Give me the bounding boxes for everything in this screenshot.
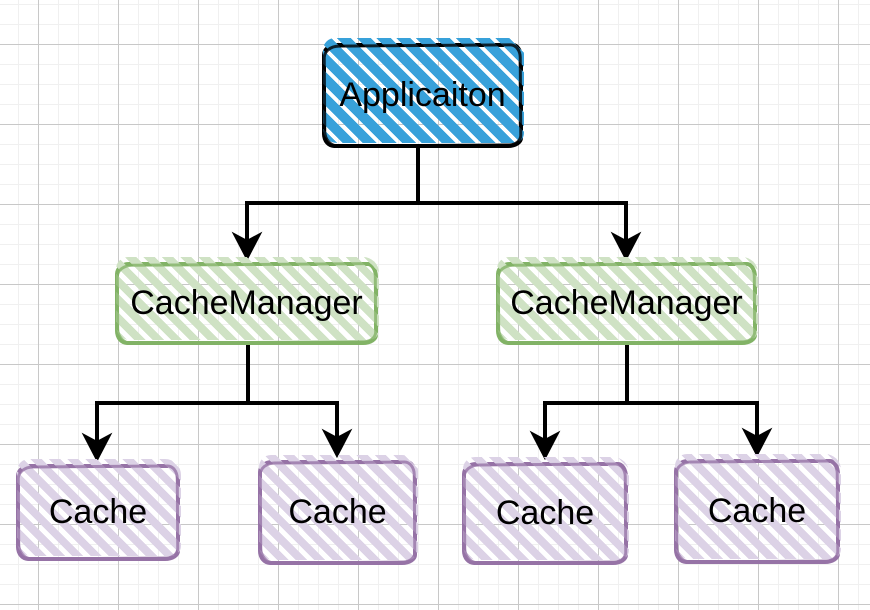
edge-application-cache-manager-left[interactable] bbox=[231, 148, 420, 262]
node-cache-2-label: Cache bbox=[288, 492, 387, 531]
node-application-label: Applicaiton bbox=[339, 75, 506, 114]
node-cache-manager-right[interactable]: CacheManager bbox=[496, 257, 758, 345]
node-cache-manager-left[interactable]: CacheManager bbox=[115, 257, 379, 345]
node-cache-2[interactable]: Cache bbox=[258, 455, 418, 565]
edge-cache-manager-right-cache-3[interactable] bbox=[529, 345, 629, 461]
edge-cache-manager-right-cache-4[interactable] bbox=[625, 345, 773, 458]
node-cache-4-label: Cache bbox=[707, 491, 807, 530]
node-cache-manager-right-label: CacheManager bbox=[510, 283, 743, 322]
node-cache-1-label: Cache bbox=[48, 492, 148, 531]
node-cache-1[interactable]: Cache bbox=[16, 459, 181, 561]
edge-cache-manager-left-cache-1[interactable] bbox=[81, 345, 250, 463]
node-cache-manager-left-label: CacheManager bbox=[130, 283, 363, 322]
edge-cache-manager-left-cache-2[interactable] bbox=[246, 345, 353, 459]
edge-application-cache-manager-right[interactable] bbox=[416, 148, 642, 262]
node-cache-3[interactable]: Cache bbox=[462, 457, 629, 565]
node-application[interactable]: Applicaiton bbox=[322, 38, 524, 148]
node-cache-4[interactable]: Cache bbox=[674, 454, 841, 564]
node-cache-3-label: Cache bbox=[495, 493, 595, 532]
